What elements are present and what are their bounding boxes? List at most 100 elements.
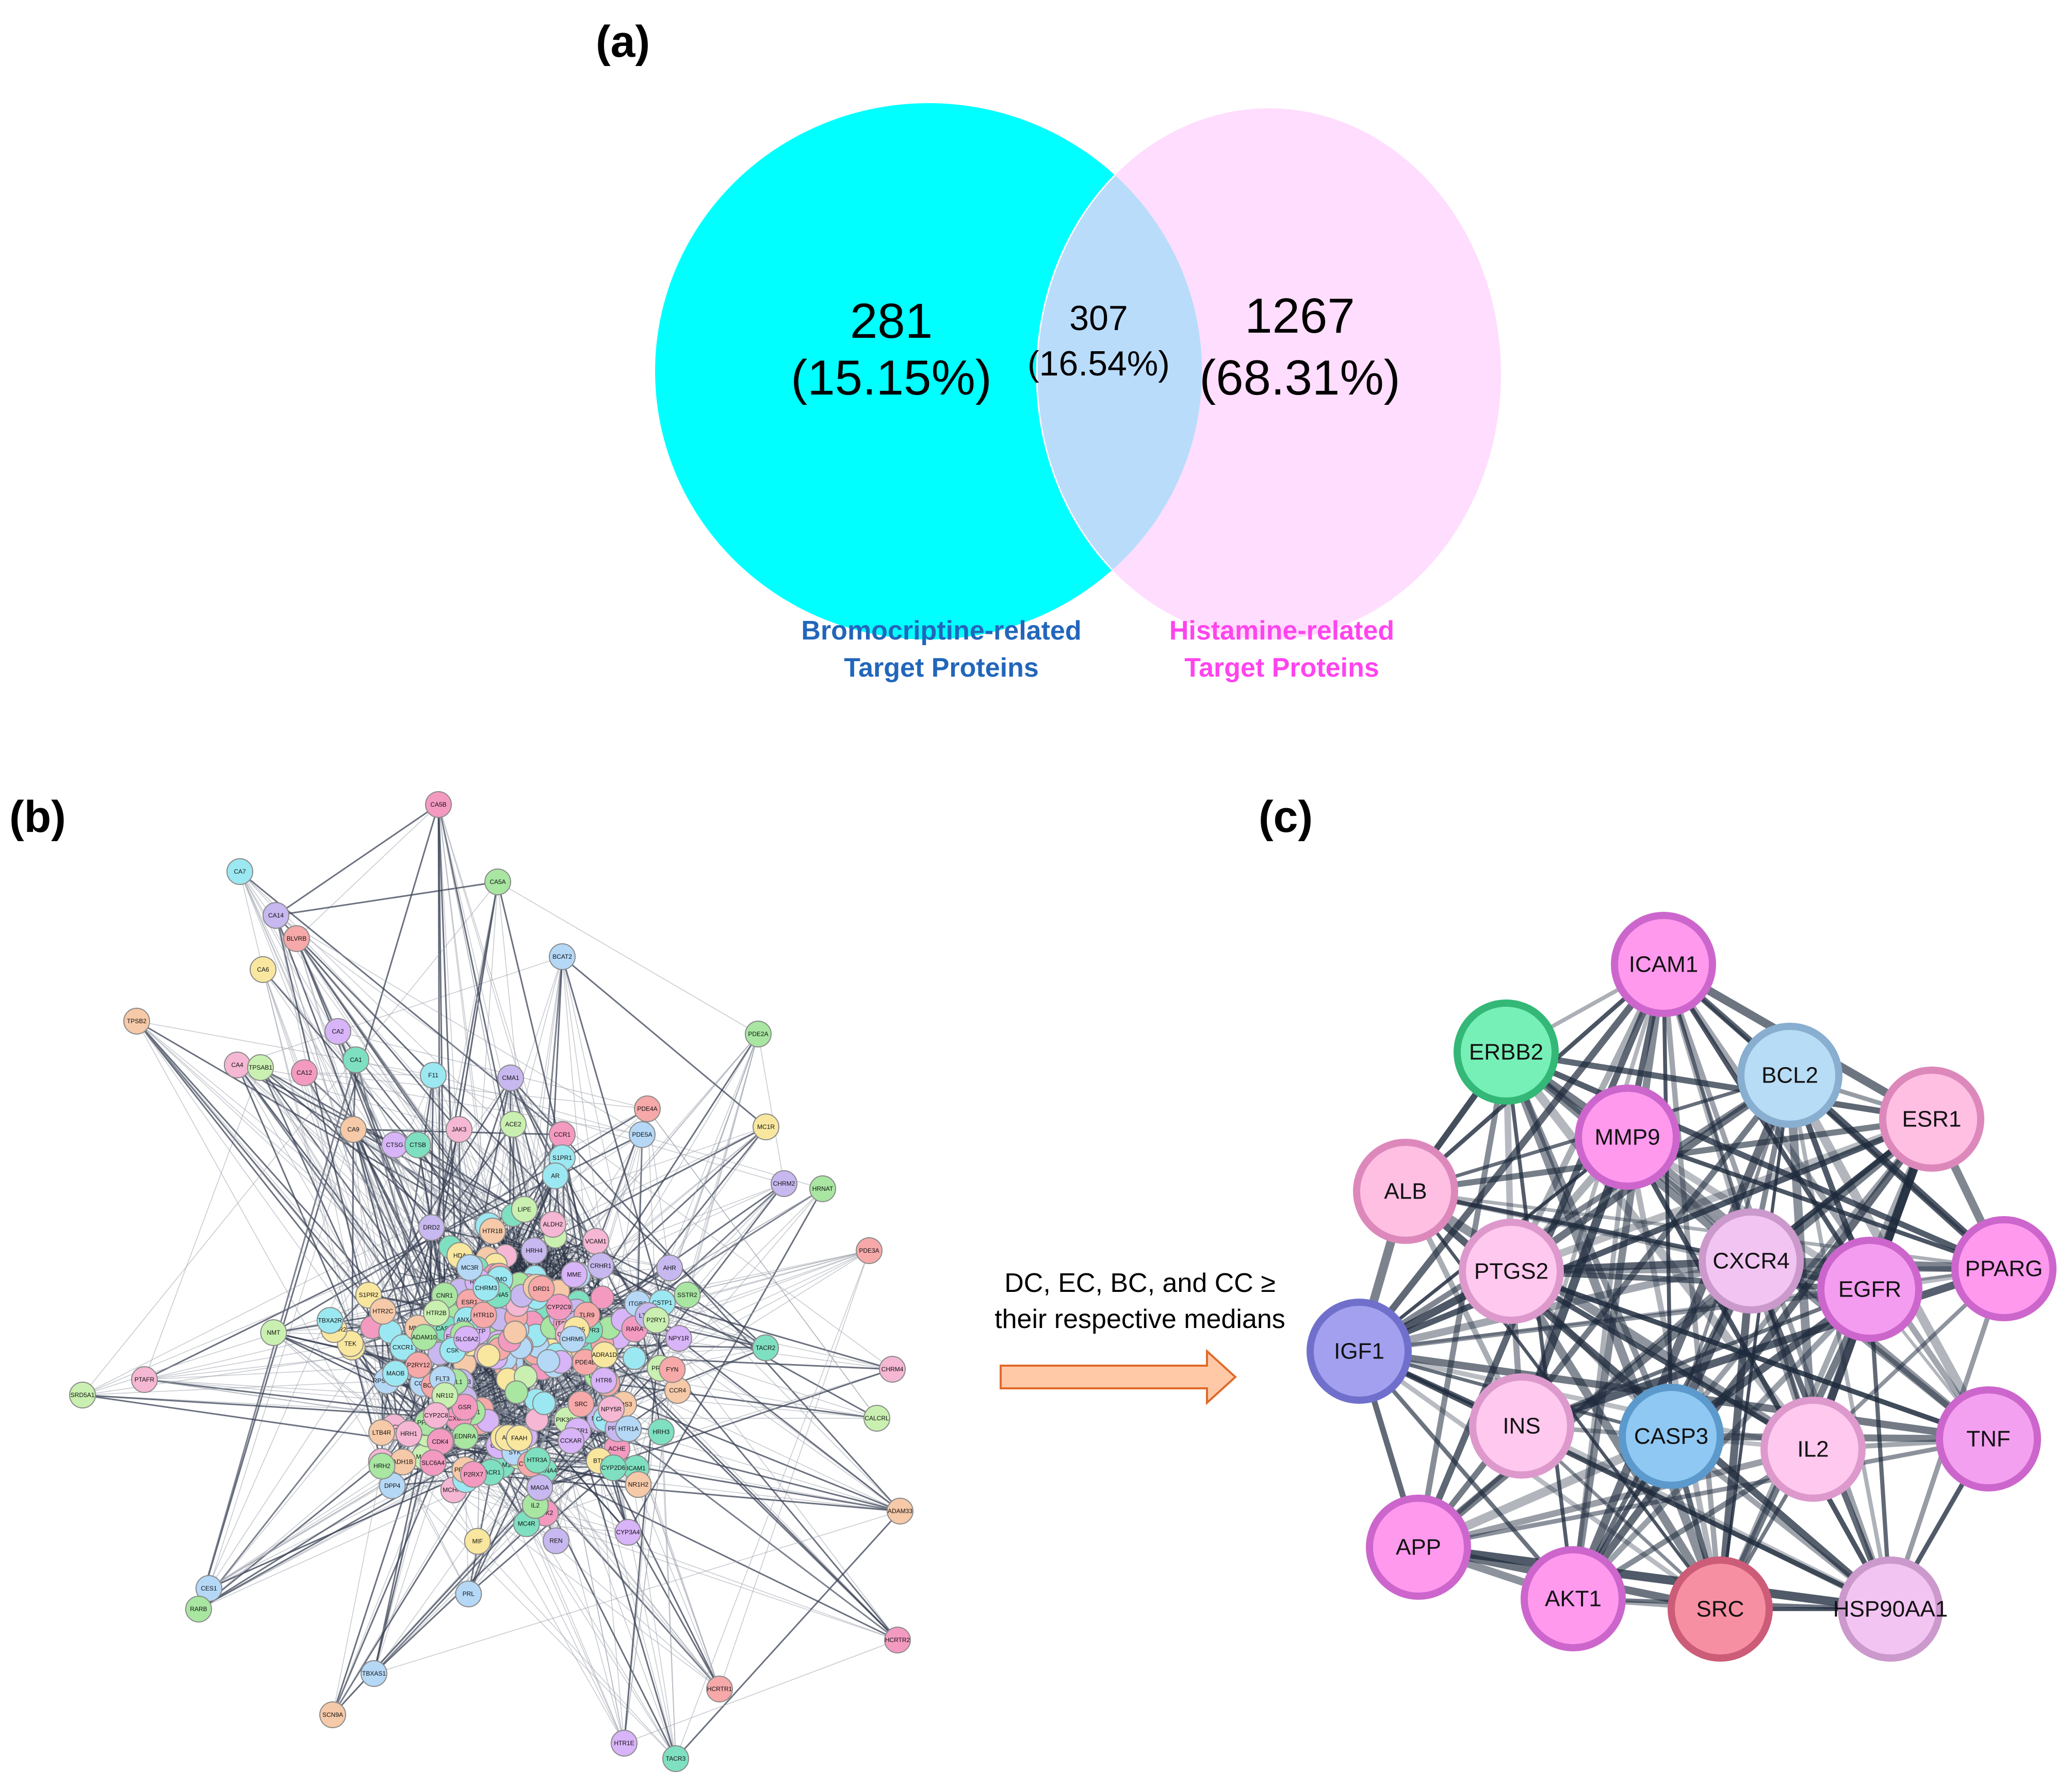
network-b-edge — [208, 1129, 354, 1589]
network-c-node-label: HSP90AA1 — [1833, 1597, 1948, 1622]
network-b-edge — [136, 1021, 434, 1076]
venn-overlap-region — [1036, 107, 1202, 640]
network-b-edge — [275, 915, 893, 1370]
network-b-node-label: PDE4A — [637, 1105, 657, 1112]
network-b-node-label: ACE2 — [505, 1121, 521, 1128]
network-b-edge — [647, 1108, 877, 1419]
network-b-edge — [545, 1512, 898, 1641]
network-c-node: ICAM1 — [1611, 912, 1716, 1017]
network-b-edge — [627, 1188, 824, 1533]
network-c-node-label: EGFR — [1838, 1277, 1901, 1302]
network-b-edge — [562, 956, 766, 1128]
venn-left-count: 281 — [850, 293, 933, 349]
network-b-edge — [561, 1157, 766, 1349]
network-c-node-label: APP — [1396, 1535, 1441, 1560]
network-b-node-label: JAK3 — [452, 1126, 467, 1133]
network-c-node: ALB — [1353, 1139, 1458, 1244]
network-b-edge — [237, 956, 563, 1065]
venn-right-count: 1267 — [1245, 288, 1355, 343]
network-c-node: CXCR4 — [1699, 1208, 1804, 1314]
panel-label-c: (c) — [1259, 792, 1313, 842]
network-b-node: BLVRB — [283, 925, 310, 952]
arrow-criteria-line2: their respective medians — [994, 1304, 1285, 1334]
network-c-node-label: ERBB2 — [1469, 1040, 1543, 1065]
network-c-node: IL2 — [1760, 1397, 1866, 1502]
network-b-edge — [144, 1379, 464, 1400]
network-b-node-label: CTSG — [386, 1141, 403, 1149]
network-b-edge — [402, 1462, 676, 1759]
venn-left-percent: (15.15%) — [791, 350, 992, 405]
network-b-node-label: BLVRB — [287, 935, 306, 942]
venn-left-circle — [655, 103, 1202, 640]
network-b-edge — [562, 956, 629, 1429]
network-b-edge — [687, 1034, 759, 1296]
network-b-edge — [662, 1302, 893, 1370]
network-c-node-label: CXCR4 — [1712, 1249, 1789, 1274]
network-b-edge — [687, 1294, 901, 1512]
network-b-edge — [624, 1640, 898, 1744]
network-b-edge — [467, 1463, 532, 1595]
network-c-node: APP — [1366, 1495, 1471, 1600]
network-b-node-label: CA5B — [430, 801, 446, 808]
network-b-node-label: TPSB2 — [127, 1018, 146, 1025]
network-b-node — [622, 1346, 646, 1370]
network-b-node: CA6 — [250, 956, 276, 983]
network-c-node-label: ESR1 — [1902, 1107, 1962, 1132]
network-b-nodes: CA5BCA7CA14CA5ABLVRBCA6BCAT2TPSB2CA2CA1C… — [69, 791, 913, 1772]
network-c-node-label: PPARG — [1965, 1256, 2043, 1282]
network-b-edge — [607, 1382, 877, 1419]
network-c-node: PPARG — [1951, 1216, 2057, 1321]
venn-overlap-count: 307 — [1069, 299, 1128, 338]
network-b-edge — [438, 804, 578, 1275]
network-b-node-label: CA1 — [350, 1056, 362, 1063]
network-b-node — [477, 1343, 501, 1368]
network-b-node-label: F11 — [428, 1072, 438, 1079]
network-c-node-label: PTGS2 — [1474, 1259, 1548, 1284]
network-b-node: MC1R — [753, 1113, 779, 1140]
network-b-node: ACE2 — [500, 1111, 527, 1138]
network-c-node: BCL2 — [1737, 1023, 1842, 1128]
network-c-node-label: ALB — [1384, 1179, 1427, 1204]
network-b-node: CA14 — [263, 902, 289, 929]
network-b-edge — [535, 1467, 614, 1506]
network-b-edge — [498, 1445, 625, 1744]
network-b-node — [536, 1349, 561, 1373]
network-b-node-label: BCAT2 — [552, 953, 572, 960]
network-b-edge — [510, 1077, 649, 1316]
network-b-node: CA1 — [342, 1046, 369, 1073]
network-b-node — [590, 1285, 614, 1309]
arrow-criteria-line1: DC, EC, BC, and CC ≥ — [1004, 1268, 1276, 1298]
network-b-edge — [198, 1075, 434, 1610]
network-b-edge — [144, 1067, 261, 1380]
network-b-edge — [239, 871, 264, 970]
network-b-node-label: TPSAB1 — [249, 1064, 272, 1071]
network-b-node-label: CHRM2 — [773, 1180, 795, 1187]
network-b-node — [504, 1380, 529, 1404]
network-b-edge — [554, 1252, 575, 1262]
network-b-node: BCAT2 — [549, 943, 576, 970]
network-b-node: JAK3 — [446, 1116, 472, 1143]
network-c-node: ERBB2 — [1454, 999, 1559, 1105]
network-b-node: CA9 — [340, 1116, 367, 1143]
network-c-node: IGF1 — [1307, 1299, 1412, 1404]
network-c-node-label: AKT1 — [1545, 1586, 1602, 1612]
network-b-node: CA5B — [425, 791, 452, 818]
right-arrow-icon — [1000, 1349, 1237, 1405]
network-b-node-label: CA14 — [268, 912, 284, 919]
venn-left-caption-line2: Target Proteins — [844, 653, 1039, 683]
network-b-node-label: CA9 — [347, 1126, 360, 1133]
network-c-node-label: CASP3 — [1634, 1424, 1708, 1449]
network-b-edge — [332, 1440, 442, 1715]
network-b-node: TPSAB1 — [247, 1054, 274, 1081]
network-b-edge — [208, 1461, 403, 1589]
network-b-node: CTSG — [381, 1132, 408, 1158]
network-b-edge — [598, 1461, 625, 1744]
network-c-node: CASP3 — [1619, 1384, 1724, 1489]
network-c-node: ESR1 — [1879, 1067, 1984, 1172]
network-b-edge — [510, 1077, 635, 1330]
network-b-edge — [337, 1031, 648, 1109]
network-b-node-label: PDE2A — [748, 1030, 768, 1038]
network-c-node-label: MMP9 — [1594, 1125, 1660, 1150]
